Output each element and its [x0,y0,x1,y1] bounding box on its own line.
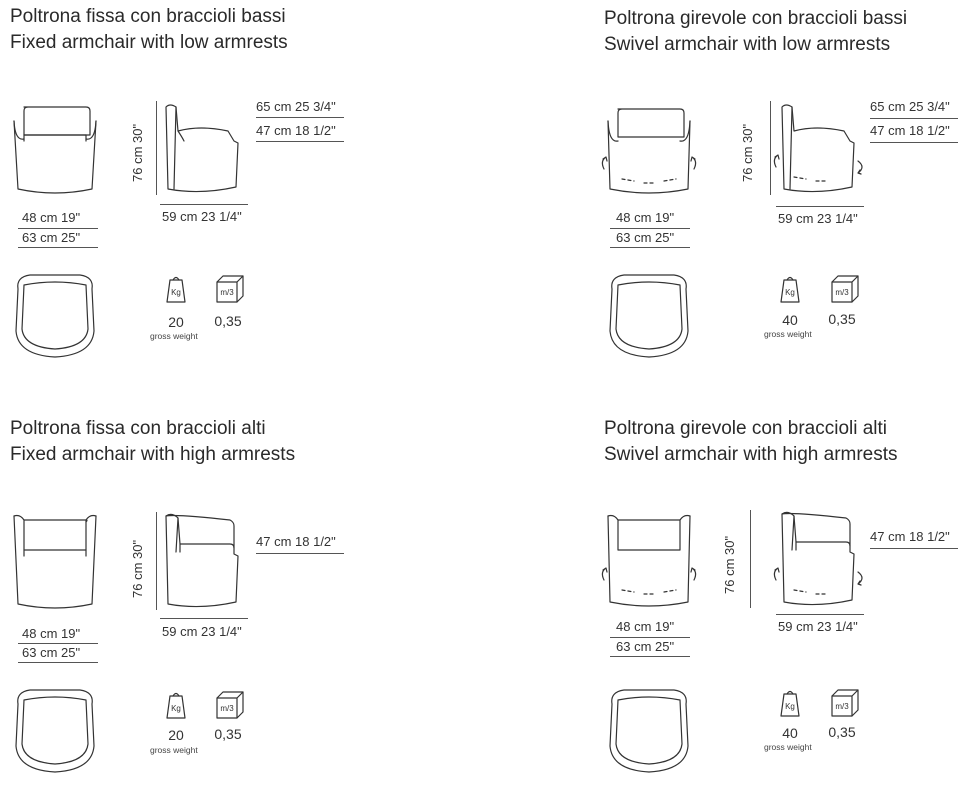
dim-armrest-low: 47 cm 18 1/2" [256,534,336,549]
volume-value: 0,35 [828,311,856,327]
dim-total-width: 63 cm 25" [22,230,81,245]
top-view-drawing [609,689,689,773]
weight-value: 40 [782,312,798,328]
side-view-drawing [773,104,863,193]
volume-value: 0,35 [214,313,242,329]
top-view-drawing [15,274,95,358]
front-view-drawing [13,514,97,609]
dim-armrest-high: 65 cm 25 3/4" [256,99,336,114]
svg-text:Kg: Kg [785,702,795,711]
top-view-drawing [15,689,95,773]
dim-line [18,247,98,248]
front-view-drawing [13,106,97,194]
height-dim-line [156,101,157,195]
panel-swivel-high: Poltrona girevole con braccioli alti Swi… [601,418,963,803]
dim-height: 76 cm 30" [130,539,145,598]
side-view-drawing [165,104,239,193]
dim-seat-width: 48 cm 19" [22,626,81,641]
volume-cube-icon: m/3 [216,275,244,303]
dim-line [610,228,690,229]
dim-line [776,614,864,615]
dim-line [870,118,958,119]
top-view-drawing [609,274,689,358]
weight-caption: gross weight [764,329,812,339]
title-italian: Poltrona fissa con braccioli alti [10,418,266,439]
dim-line [256,117,344,118]
volume-value: 0,35 [214,726,242,742]
svg-text:Kg: Kg [171,704,181,713]
svg-text:m/3: m/3 [220,288,234,297]
dim-line [870,142,958,143]
title-english: Fixed armchair with low armrests [10,32,288,53]
dim-depth: 59 cm 23 1/4" [778,619,858,634]
weight-value: 20 [168,314,184,330]
volume-value: 0,35 [828,724,856,740]
dim-line [18,662,98,663]
svg-text:m/3: m/3 [220,704,234,713]
weight-value: 20 [168,727,184,743]
dim-armrest-low: 47 cm 18 1/2" [870,529,950,544]
title-italian: Poltrona girevole con braccioli bassi [604,8,908,29]
side-view-drawing [165,513,239,608]
svg-text:m/3: m/3 [835,702,849,711]
dim-line [610,656,690,657]
front-view-drawing [601,108,697,194]
dim-depth: 59 cm 23 1/4" [162,209,242,224]
svg-text:Kg: Kg [785,288,795,297]
dim-depth: 59 cm 23 1/4" [778,211,858,226]
dim-armrest-low: 47 cm 18 1/2" [256,123,336,138]
dim-line [18,643,98,644]
title-italian: Poltrona girevole con braccioli alti [604,418,888,439]
dim-seat-width: 48 cm 19" [616,210,675,225]
dim-armrest-high: 65 cm 25 3/4" [870,99,950,114]
dim-line [256,141,344,142]
panel-fixed-high: Poltrona fissa con braccioli alti Fixed … [10,418,490,803]
weight-value: 40 [782,725,798,741]
volume-cube-icon: m/3 [216,691,244,719]
svg-text:m/3: m/3 [835,288,849,297]
dim-line [870,548,958,549]
dim-seat-width: 48 cm 19" [616,619,675,634]
weight-caption: gross weight [764,742,812,752]
volume-cube-icon: m/3 [831,275,859,303]
title-english: Swivel armchair with low armrests [604,34,891,55]
side-view-drawing [773,511,863,606]
title-english: Swivel armchair with high armrests [604,444,898,465]
height-dim-line [750,510,751,608]
weight-caption: gross weight [150,745,198,755]
dim-height: 76 cm 30" [130,123,145,182]
dim-armrest-low: 47 cm 18 1/2" [870,123,950,138]
panel-fixed-low: Poltrona fissa con braccioli bassi Fixed… [10,6,490,391]
dim-line [610,637,690,638]
dim-line [160,618,248,619]
title-english: Fixed armchair with high armrests [10,444,296,465]
svg-text:Kg: Kg [171,288,181,297]
volume-cube-icon: m/3 [831,689,859,717]
dim-height: 76 cm 30" [722,535,737,594]
dim-line [160,204,248,205]
dim-line [18,228,98,229]
height-dim-line [770,101,771,195]
height-dim-line [156,512,157,610]
weight-icon: Kg [166,692,186,719]
weight-icon: Kg [166,276,186,303]
weight-icon: Kg [780,276,800,303]
dim-depth: 59 cm 23 1/4" [162,624,242,639]
dim-total-width: 63 cm 25" [22,645,81,660]
dim-height: 76 cm 30" [740,123,755,182]
panel-swivel-low: Poltrona girevole con braccioli bassi Sw… [601,8,963,393]
dim-line [776,206,864,207]
dim-total-width: 63 cm 25" [616,230,675,245]
dim-line [256,553,344,554]
dim-total-width: 63 cm 25" [616,639,675,654]
dim-seat-width: 48 cm 19" [22,210,81,225]
title-italian: Poltrona fissa con braccioli bassi [10,6,286,27]
dim-line [610,247,690,248]
weight-icon: Kg [780,690,800,717]
front-view-drawing [601,514,697,607]
weight-caption: gross weight [150,331,198,341]
